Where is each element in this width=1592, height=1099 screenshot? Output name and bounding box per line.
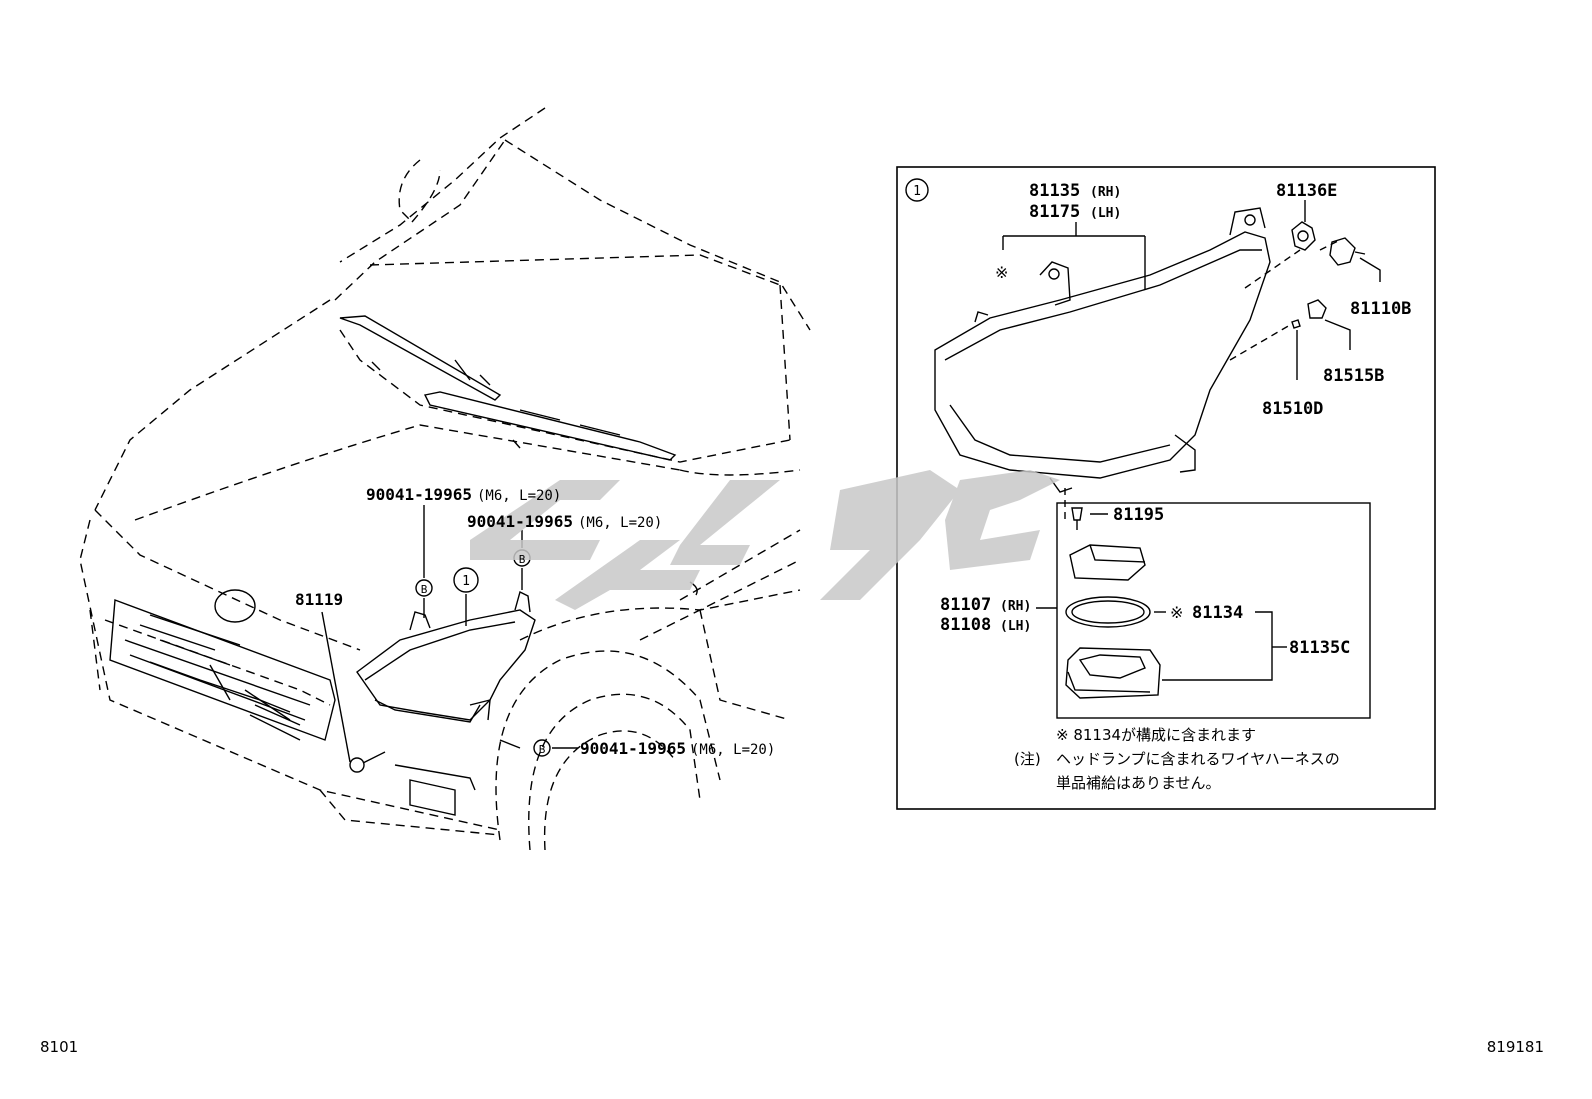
vehicle-outline bbox=[79, 107, 811, 836]
b-markers bbox=[415, 549, 551, 757]
note-2-prefix: (注) bbox=[1014, 750, 1041, 768]
detail-callout-1: 1 bbox=[913, 184, 921, 199]
headlamp-rh-label: 81135 bbox=[1029, 181, 1080, 201]
bulb-hi-label: 81110B bbox=[1350, 299, 1411, 319]
main-leaders bbox=[321, 505, 578, 763]
ballast-parts bbox=[1036, 507, 1161, 699]
headlamp-lh-side: (LH) bbox=[1090, 206, 1121, 221]
headlamp-rh-side: (RH) bbox=[1090, 185, 1121, 200]
ballast-lh-side: (LH) bbox=[1000, 619, 1031, 634]
detail-headlamp bbox=[934, 207, 1271, 493]
detail-callout-1-circle bbox=[905, 178, 929, 202]
bolt-lower-spec: (M6, L=20) bbox=[691, 742, 775, 758]
bolt-right-spec: (M6, L=20) bbox=[578, 515, 662, 531]
screw-label: 81195 bbox=[1113, 505, 1164, 525]
note-1: ※ 81134が構成に含まれます bbox=[1056, 726, 1256, 744]
cover-label: 81135C bbox=[1289, 638, 1350, 658]
bolt-right-label: 90041-19965 bbox=[467, 512, 573, 531]
b-marker-3: B bbox=[539, 743, 546, 756]
bolt-left-spec: (M6, L=20) bbox=[477, 488, 561, 504]
socket-label: 81136E bbox=[1276, 181, 1337, 201]
note-2-line-2: 単品補給はありません。 bbox=[1056, 774, 1221, 792]
front-grille bbox=[109, 589, 476, 816]
main-view-labels: 90041-19965 (M6, L=20) 90041-19965 (M6, … bbox=[295, 485, 775, 758]
footer-right-code: 819181 bbox=[1486, 1038, 1544, 1056]
watermark bbox=[470, 470, 1060, 610]
b-marker-2: B bbox=[519, 553, 526, 566]
ballast-rh-label: 81107 bbox=[940, 595, 991, 615]
bulb-side-label: 81515B bbox=[1323, 366, 1384, 386]
bracket-label: 81119 bbox=[295, 590, 343, 609]
main-callout-1: 1 bbox=[462, 574, 470, 589]
ballast-leaders bbox=[1090, 513, 1287, 681]
ballast-subbox bbox=[1056, 502, 1371, 719]
headlamp-lh-label: 81175 bbox=[1029, 202, 1080, 222]
detail-labels: 1 81135 (RH) 81175 (LH) ※ 81136E 81110B … bbox=[913, 181, 1411, 792]
bolt-lower-label: 90041-19965 bbox=[580, 739, 686, 758]
footer-left-code: 8101 bbox=[40, 1038, 79, 1056]
detail-leaders bbox=[1002, 200, 1381, 380]
detail-bulbs bbox=[1291, 221, 1366, 329]
note-2-line-1: ヘッドランプに含まれるワイヤハーネスの bbox=[1056, 750, 1340, 768]
bulb-small-label: 81510D bbox=[1262, 399, 1323, 419]
main-callout-1-circle bbox=[453, 567, 479, 593]
ballast-rh-side: (RH) bbox=[1000, 599, 1031, 614]
front-wheel bbox=[495, 650, 721, 851]
gasket-label: 81134 bbox=[1192, 603, 1243, 623]
main-headlamp bbox=[349, 590, 536, 773]
ballast-lh-label: 81108 bbox=[940, 615, 991, 635]
headlamp-ref-mark: ※ bbox=[995, 263, 1008, 282]
bolt-left-label: 90041-19965 bbox=[366, 485, 472, 504]
gasket-ref-mark: ※ bbox=[1170, 603, 1183, 622]
b-marker-1: B bbox=[421, 583, 428, 596]
detail-alignment bbox=[1064, 239, 1341, 520]
wipers bbox=[339, 315, 698, 596]
